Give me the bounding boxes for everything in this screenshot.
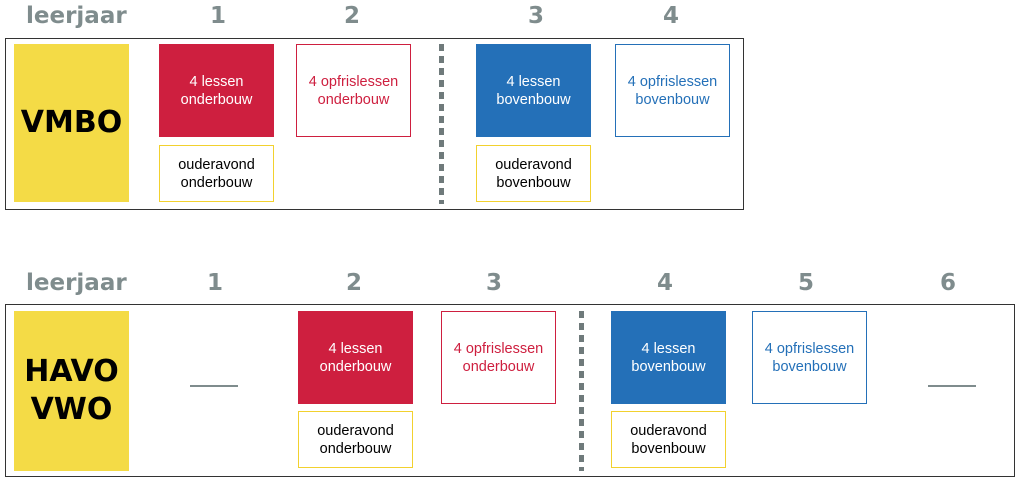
school-name-vwo: VWO — [30, 392, 113, 427]
year-6-label: 6 — [939, 270, 956, 296]
year-2-label: 2 — [345, 270, 362, 296]
refresh-bovenbouw-box: 4 opfrislessen bovenbouw — [752, 311, 867, 404]
year-1-label: 1 — [209, 3, 226, 29]
year-5-label: 5 — [797, 270, 814, 296]
year-4-label: 4 — [662, 3, 679, 29]
school-name-havo: HAVO — [24, 354, 119, 389]
leerjaar-label-1: leerjaar — [26, 3, 127, 29]
year-3-label: 3 — [527, 3, 544, 29]
school-name: VMBO — [20, 105, 123, 140]
lessons-onderbouw-box: 4 lessen onderbouw — [159, 44, 274, 137]
ouderavond-bovenbouw-box: ouderavond bovenbouw — [611, 411, 726, 468]
leerjaar-label-2: leerjaar — [26, 270, 127, 296]
dotted-divider — [579, 311, 584, 471]
year-4-label: 4 — [656, 270, 673, 296]
no-activity-year-1-dash — [190, 385, 238, 387]
year-2-label: 2 — [343, 3, 360, 29]
dotted-divider — [439, 44, 444, 204]
havo-vwo-school-block: HAVO VWO — [14, 311, 129, 471]
year-1-label: 1 — [206, 270, 223, 296]
no-activity-year-6-dash — [928, 385, 976, 387]
lessons-bovenbouw-box: 4 lessen bovenbouw — [611, 311, 726, 404]
refresh-onderbouw-box: 4 opfrislessen onderbouw — [296, 44, 411, 137]
vmbo-school-block: VMBO — [14, 44, 129, 202]
ouderavond-onderbouw-box: ouderavond onderbouw — [298, 411, 413, 468]
ouderavond-onderbouw-box: ouderavond onderbouw — [159, 145, 274, 202]
ouderavond-bovenbouw-box: ouderavond bovenbouw — [476, 145, 591, 202]
lessons-onderbouw-box: 4 lessen onderbouw — [298, 311, 413, 404]
refresh-onderbouw-box: 4 opfrislessen onderbouw — [441, 311, 556, 404]
year-3-label: 3 — [485, 270, 502, 296]
refresh-bovenbouw-box: 4 opfrislessen bovenbouw — [615, 44, 730, 137]
lessons-bovenbouw-box: 4 lessen bovenbouw — [476, 44, 591, 137]
